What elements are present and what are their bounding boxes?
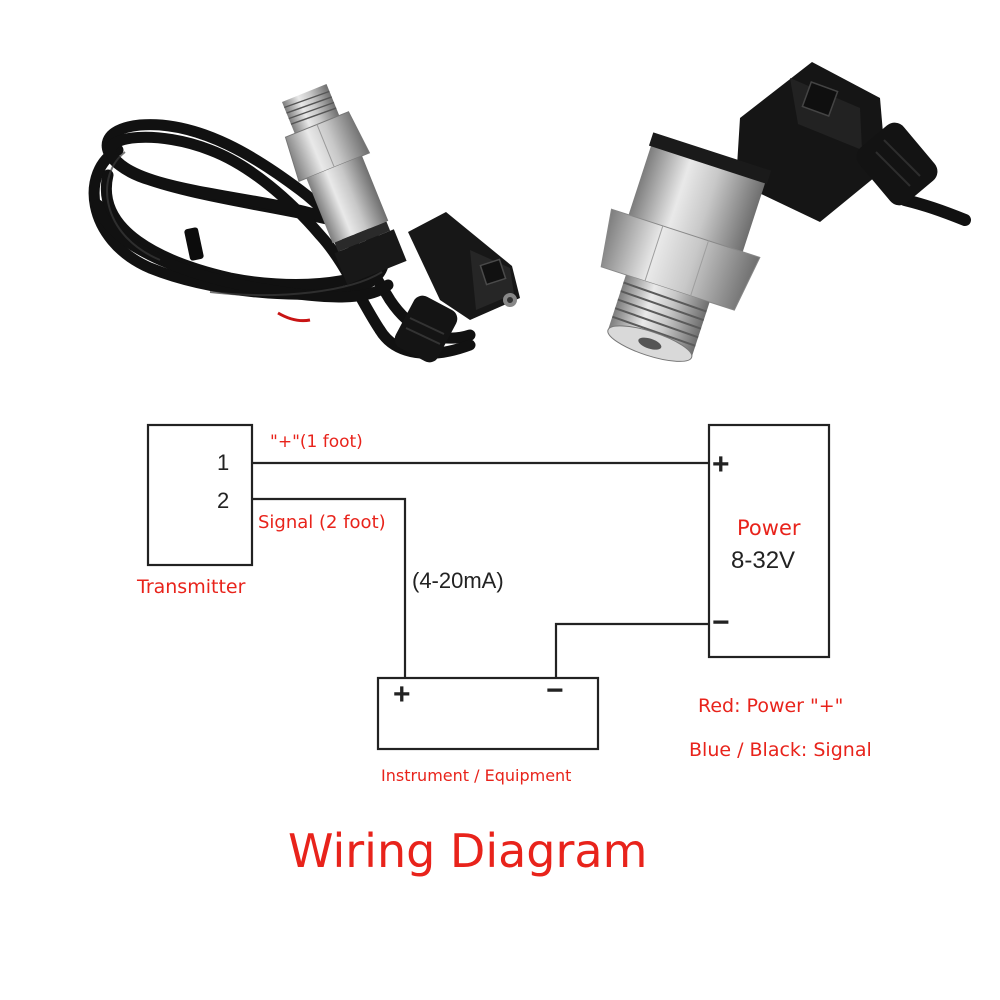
- transmitter-closeup-photo: [600, 62, 971, 362]
- product-photos: [88, 62, 971, 363]
- power-minus-sign: −: [712, 606, 730, 639]
- instrument-box: [376, 676, 600, 751]
- plus-wire-label: "+"(1 foot): [270, 432, 363, 452]
- wire-ground: [554, 622, 709, 678]
- instrument-label: Instrument / Equipment: [381, 766, 572, 785]
- signal-wire-label: Signal (2 foot): [258, 512, 386, 533]
- legend-red: Red: Power "+": [698, 695, 844, 717]
- transmitter-box: [146, 423, 254, 567]
- pin-1-label: 1: [217, 450, 230, 475]
- left-connector-head: [394, 212, 520, 363]
- power-voltage: 8-32V: [731, 547, 796, 574]
- instrument-minus-sign: −: [546, 674, 564, 707]
- diagram-title: Wiring Diagram: [288, 824, 648, 878]
- transmitter-label: Transmitter: [137, 576, 246, 598]
- legend-blue-black: Blue / Black: Signal: [689, 739, 872, 761]
- power-title: Power: [737, 516, 801, 540]
- transmitter-with-cable-photo: [88, 83, 520, 363]
- pin-2-label: 2: [217, 488, 230, 513]
- current-range-label: (4-20mA): [412, 568, 504, 593]
- instrument-plus-sign: +: [393, 678, 411, 711]
- power-plus-sign: +: [712, 448, 730, 481]
